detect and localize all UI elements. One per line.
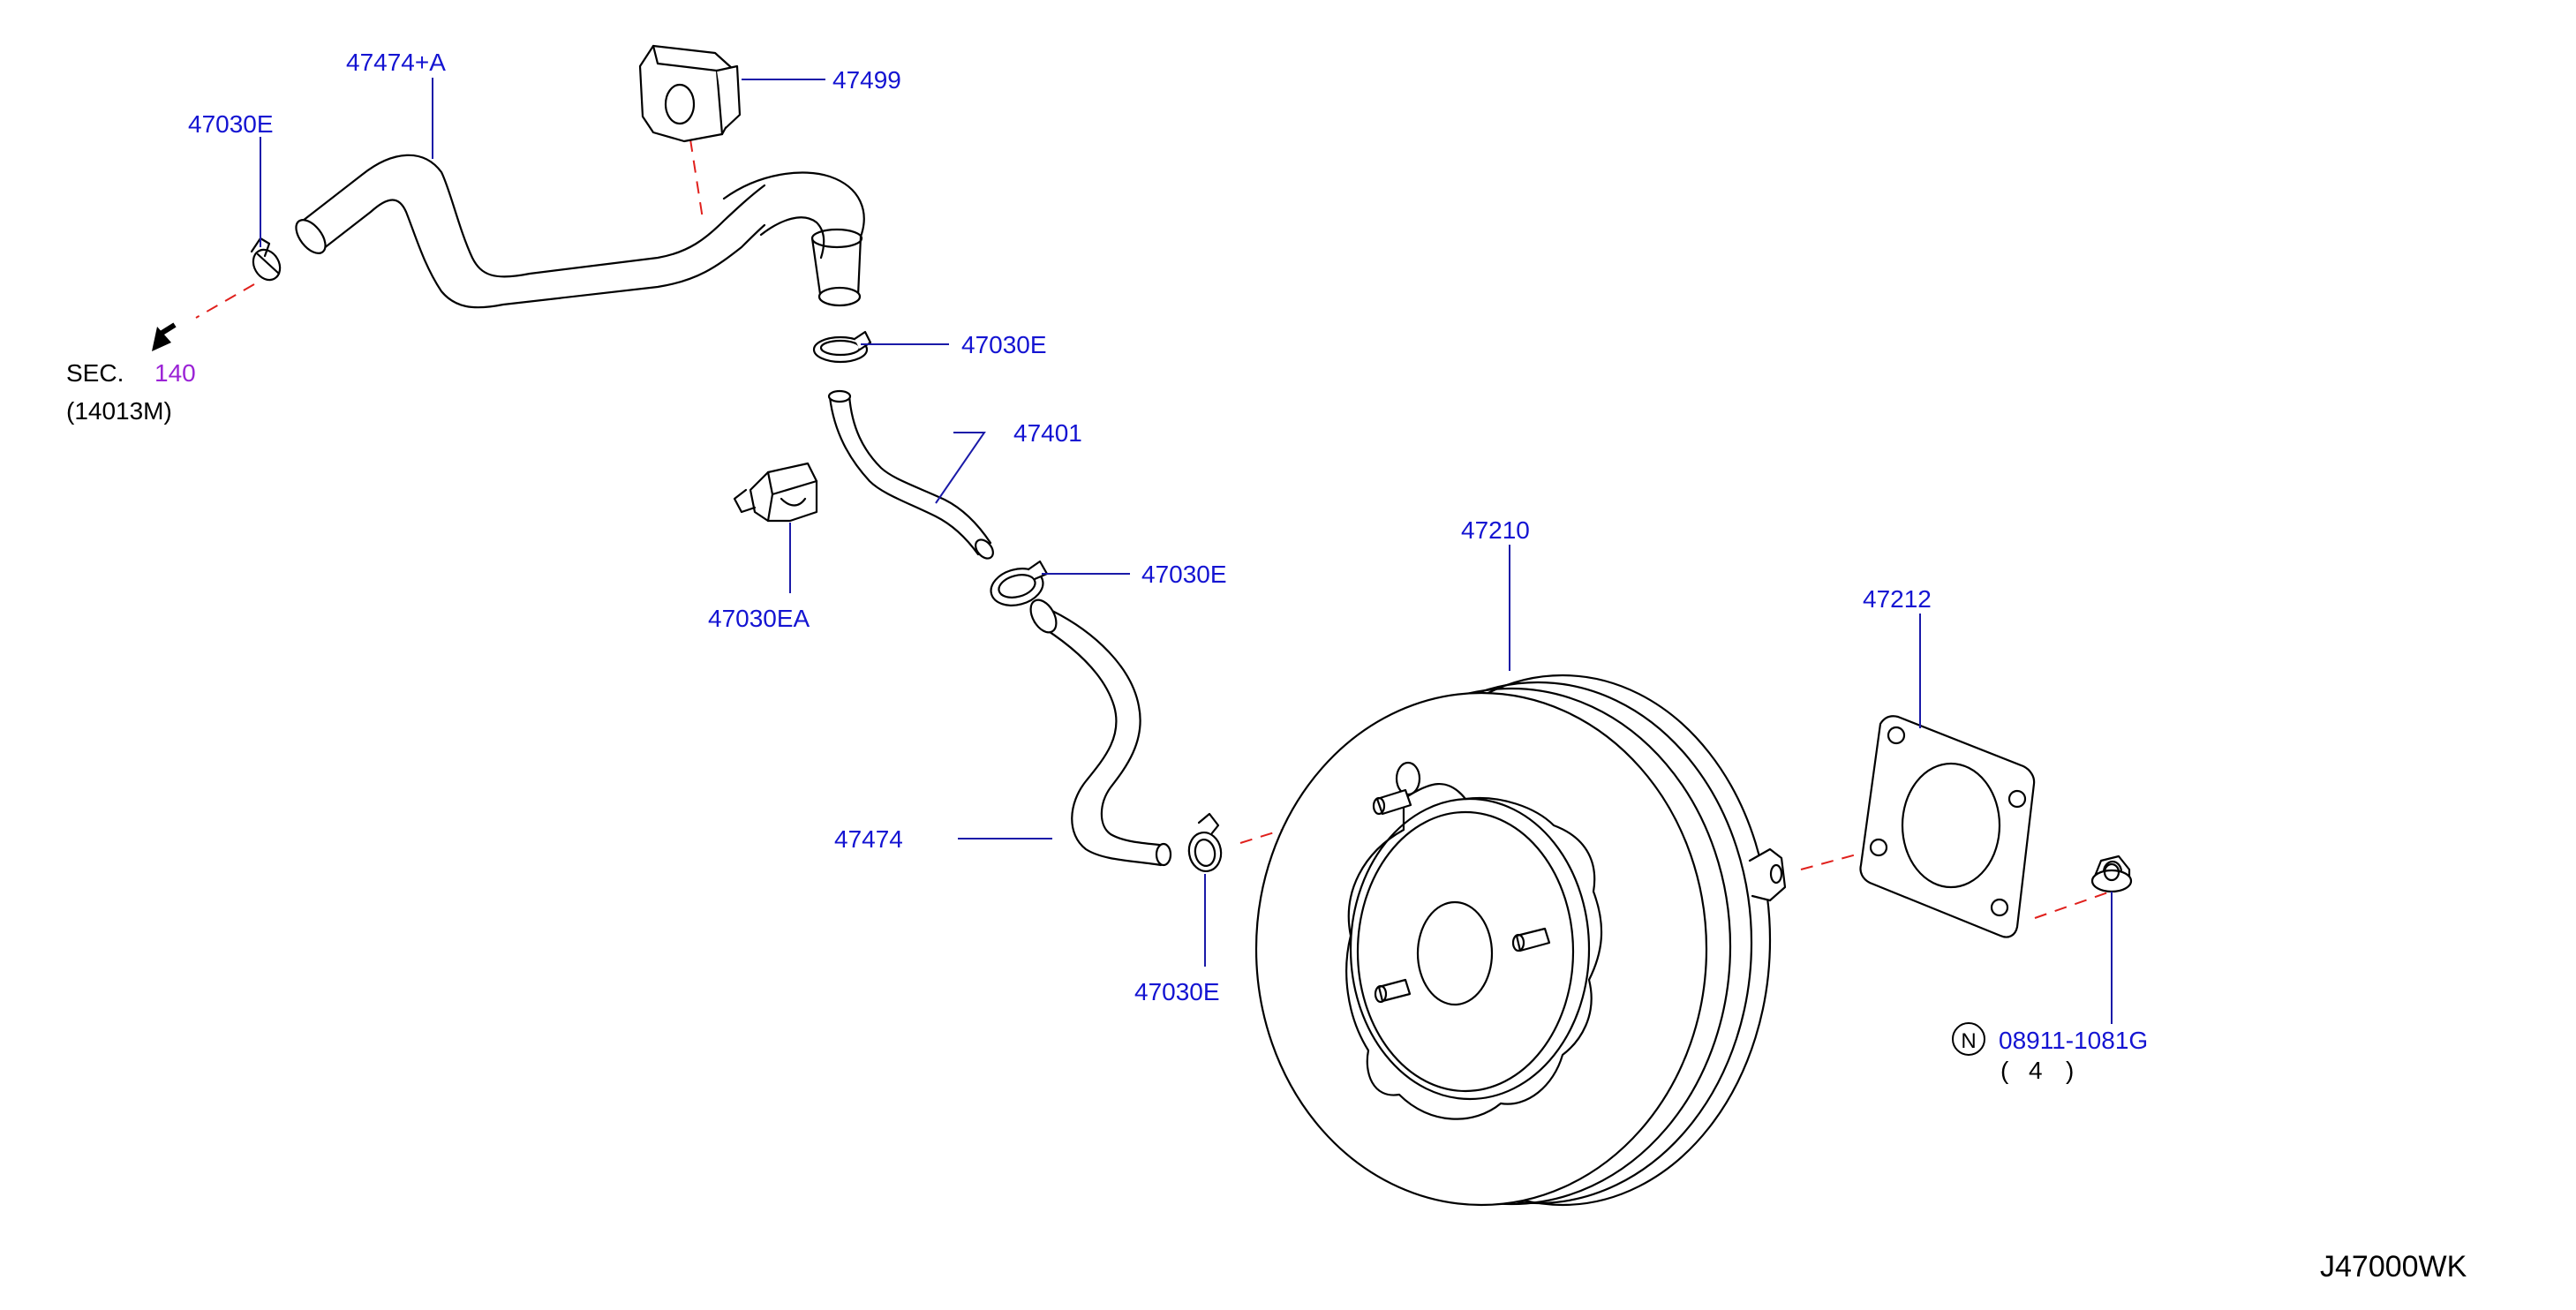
callout-47474: 47474 [834,825,903,853]
callout-47030e-upper: 47030E [961,331,1047,358]
flange-nut-drawing [2090,855,2133,893]
callout-47401: 47401 [1013,419,1082,447]
callout-08911-1081g: 08911-1081G [1999,1027,2148,1054]
brake-booster-drawing [1254,674,1787,1207]
leader-lines [260,78,2113,1024]
callout-47030e-left: 47030E [188,110,274,138]
callout-47030e-mid: 47030E [1141,561,1227,588]
callout-47499: 47499 [832,66,901,94]
section-ref-sub: (14013M) [66,397,172,425]
lower-clamp-drawing [1187,812,1223,872]
left-clamp-drawing [250,237,282,282]
callout-nut-group: N 08911-1081G ( 4 ) [1952,1022,2148,1084]
upper-hose-drawing [295,154,865,309]
callout-47030e-lower: 47030E [1134,978,1220,1005]
centerlines [195,139,2124,919]
diagram-code: J47000WK [2320,1250,2467,1284]
section-ref-number: 140 [154,359,196,387]
lower-hose-drawing [1029,599,1172,867]
section-ref-prefix: SEC. [66,359,124,387]
nut-symbol-icon: N [1961,1029,1976,1053]
grommet-drawing [638,44,742,143]
nut-qty-open: ( [2000,1057,2009,1084]
section-arrow-icon [152,322,177,351]
gasket-drawing [1859,715,2036,938]
callout-47210: 47210 [1461,516,1530,544]
booster-studs [1372,761,1551,1004]
nut-qty: 4 [2029,1057,2043,1084]
callout-47030ea: 47030EA [708,605,810,632]
clip-drawing [733,462,818,523]
nut-qty-close: ) [2066,1057,2074,1084]
mid-hose-drawing [827,389,994,560]
callout-47212: 47212 [1863,585,1932,613]
callout-47474a: 47474+A [346,49,446,76]
upper-clamp-drawing [812,330,872,364]
